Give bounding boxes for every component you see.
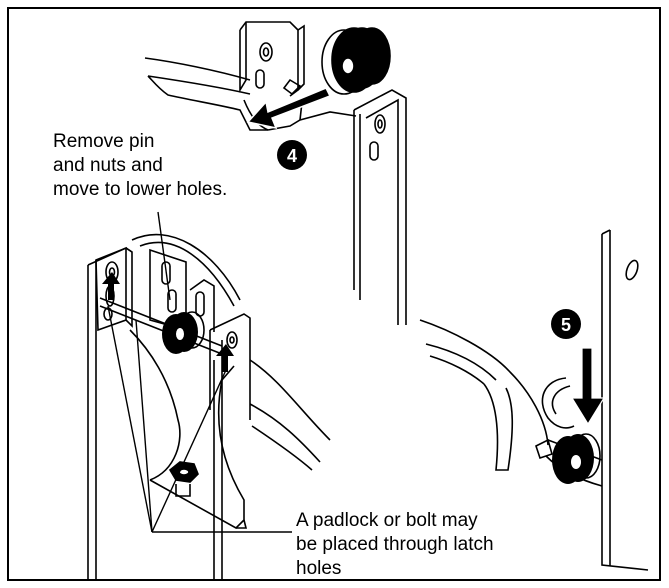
leader-lines — [107, 211, 292, 533]
step-5-label: 5 — [561, 315, 571, 335]
up-arrow-left — [102, 272, 120, 300]
roller-lower-left — [162, 311, 205, 354]
arrow-5 — [570, 347, 606, 426]
step-4-badge: 4 — [277, 140, 307, 170]
remove-pin-line-3: move to lower holes. — [53, 179, 228, 200]
remove-pin-line-2: and nuts and — [53, 155, 163, 176]
roller-lower-right — [552, 433, 601, 484]
step-5-badge: 5 — [551, 309, 581, 339]
step-4-label: 4 — [287, 146, 297, 166]
up-arrow-right — [216, 344, 234, 372]
remove-pin-line-1: Remove pin — [53, 131, 155, 152]
padlock-line-3: holes — [296, 558, 342, 579]
remove-pin-callout: Remove pin and nuts and move to lower ho… — [53, 130, 227, 202]
diagram-frame — [7, 7, 661, 581]
lower-left-latch-illustration — [87, 233, 331, 580]
padlock-line-1: A padlock or bolt may — [296, 510, 478, 531]
padlock-line-2: be placed through latch — [296, 534, 494, 555]
hex-nut — [168, 461, 199, 497]
padlock-callout: A padlock or bolt may be placed through … — [296, 509, 494, 581]
arrow-4 — [246, 87, 332, 130]
top-latch-illustration — [144, 21, 407, 325]
